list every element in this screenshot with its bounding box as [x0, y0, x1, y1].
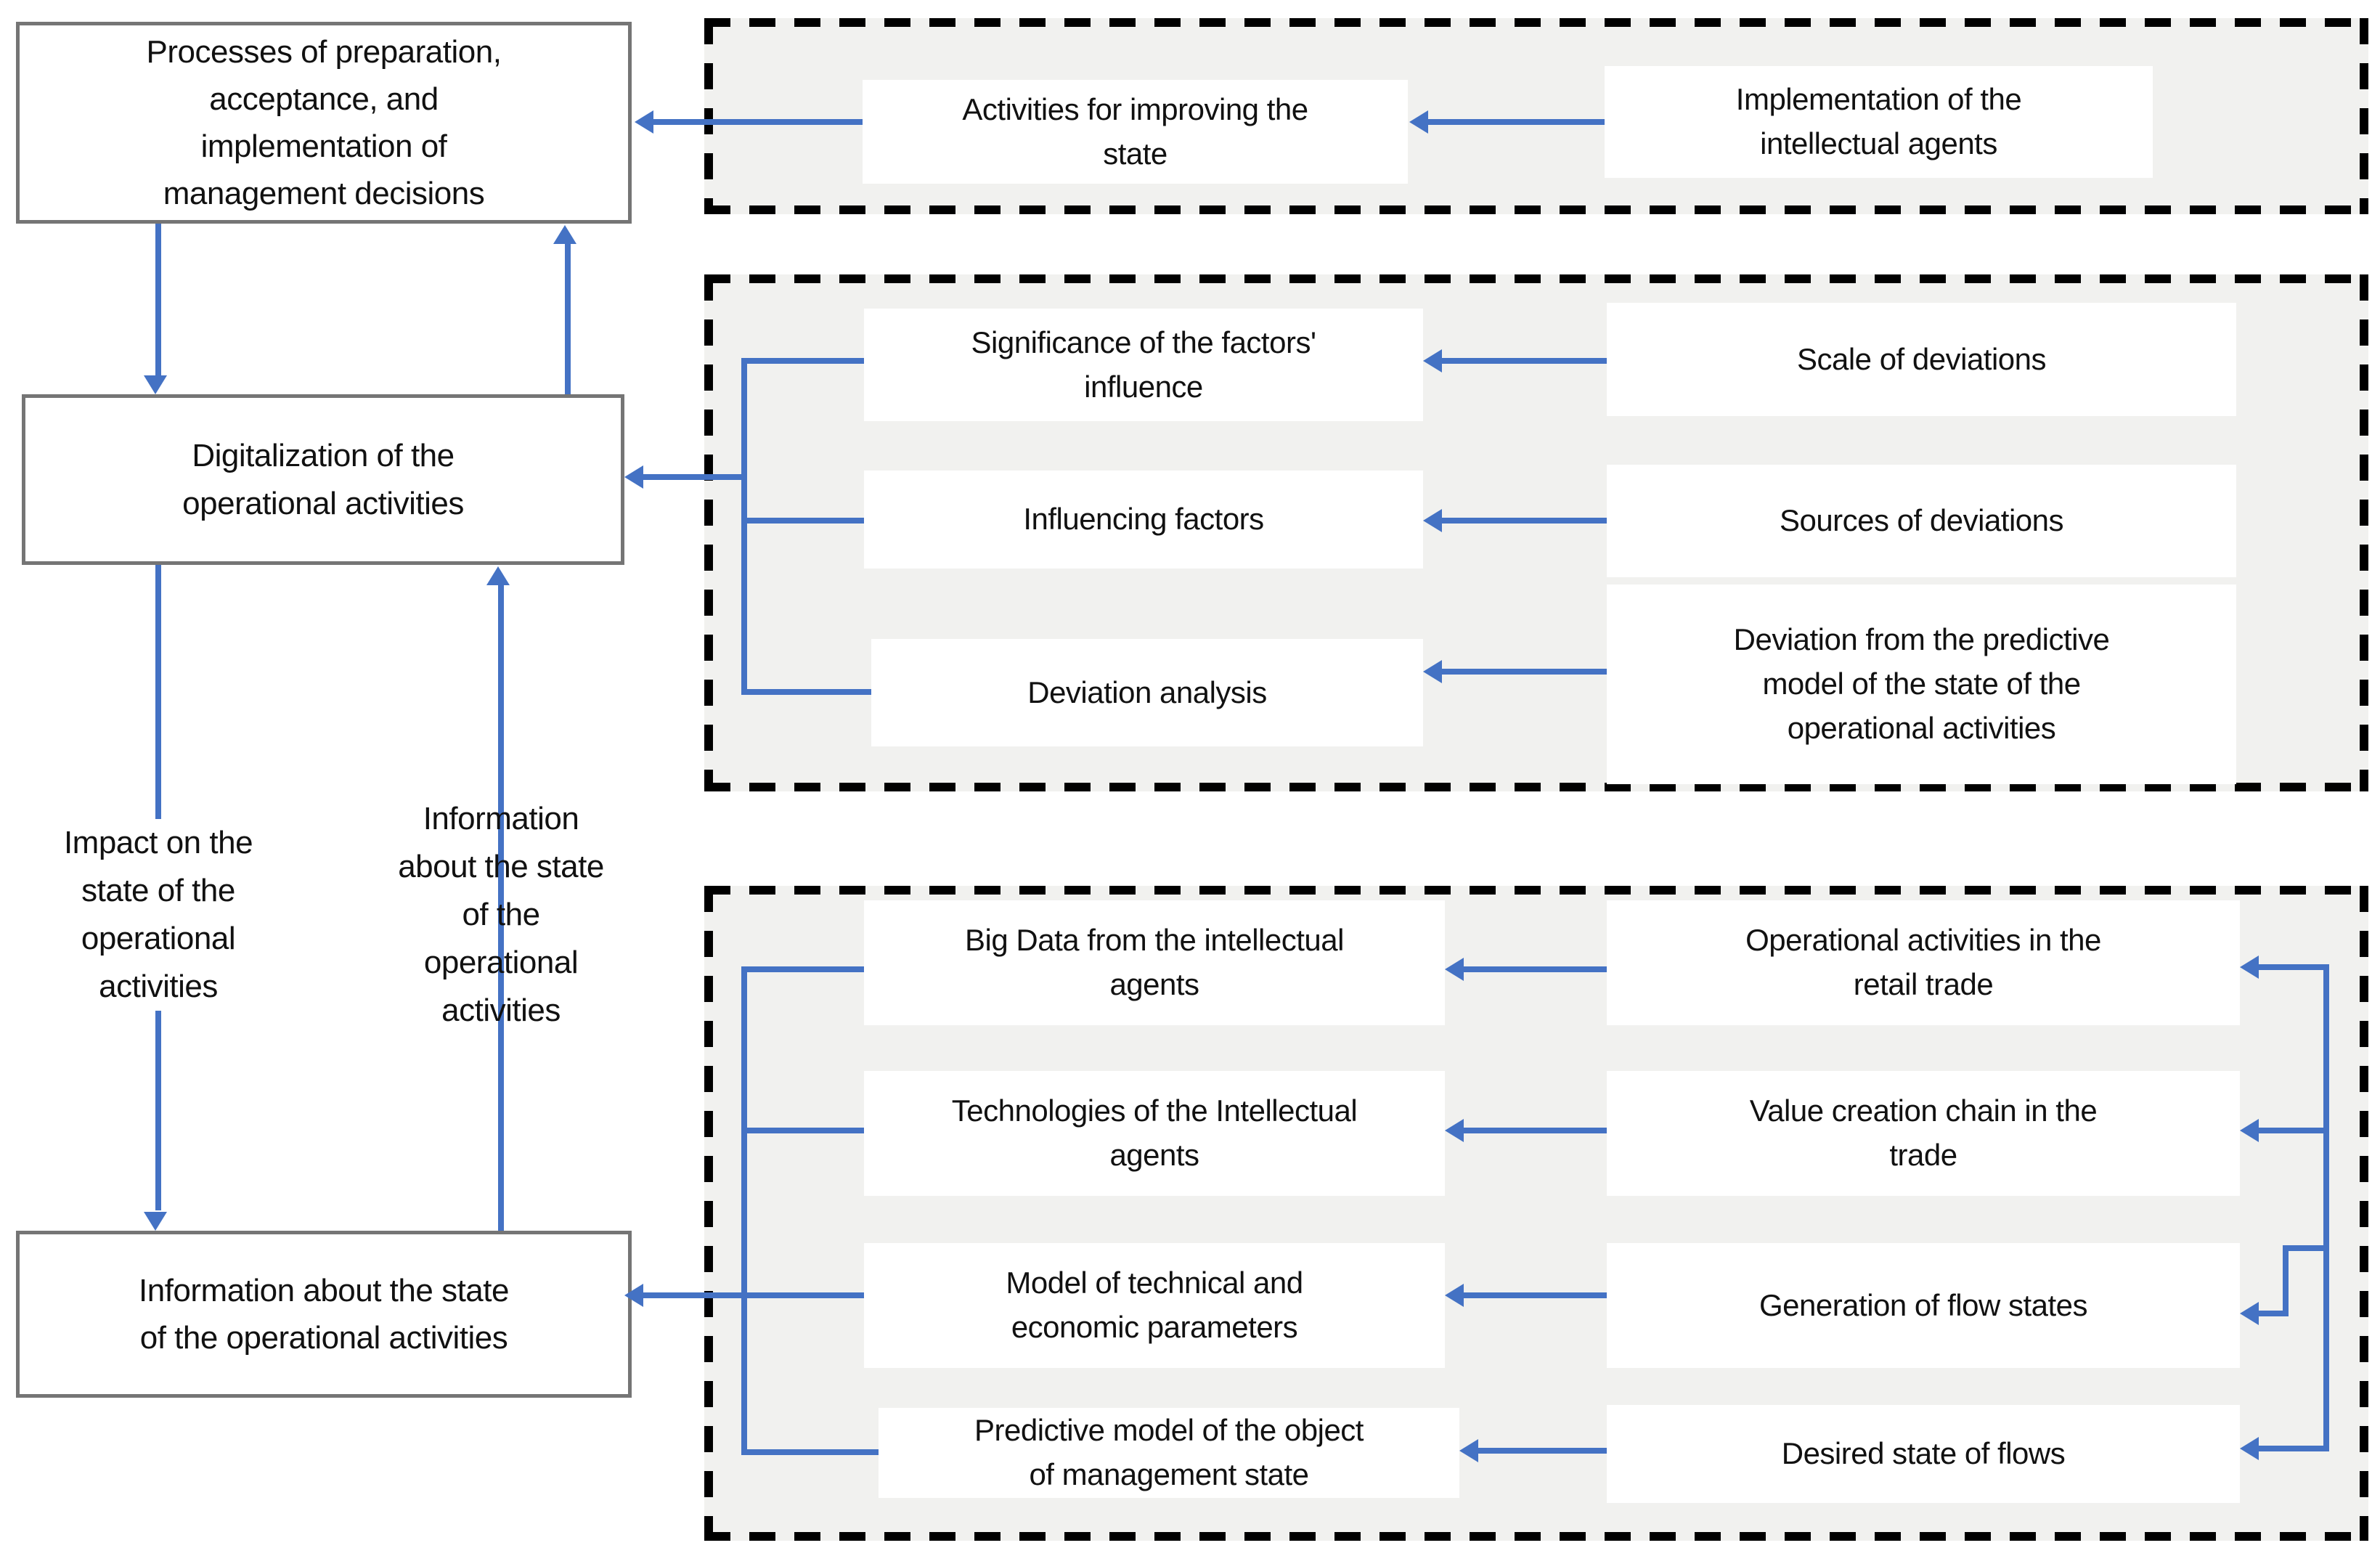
deviation-model-box: Deviation from the predictive model of t…: [1607, 584, 2236, 784]
desired-state-box: Desired state of flows: [1607, 1405, 2240, 1503]
process-decisions-box: Processes of preparation, acceptance, an…: [16, 22, 632, 224]
arrow-desired-to-predictive-head: [1459, 1439, 1478, 1462]
predictive-model-box: Predictive model of the object of manage…: [879, 1408, 1459, 1498]
group-analysis-border-left: [704, 274, 713, 791]
analysis-bracket-stub-influencing: [741, 518, 864, 524]
analysis-bracket-stub-deviation: [741, 689, 871, 695]
arrow-scale-to-significance-line: [1442, 358, 1607, 364]
arrow-generation-to-modelparams-line: [1464, 1292, 1607, 1298]
feedback-branch-valuechain-line: [2259, 1128, 2329, 1133]
arrow-valuechain-to-technologies-head: [1445, 1119, 1464, 1142]
arrow-sources-to-influencing-line: [1442, 518, 1607, 524]
implementation-agents-box: Implementation of the intellectual agent…: [1605, 66, 2153, 178]
arrow-implementation-to-activities-head: [1409, 110, 1428, 134]
group-modeling-border-right: [2360, 886, 2368, 1541]
value-chain-box: Value creation chain in the trade: [1607, 1071, 2240, 1196]
arrow-generation-to-modelparams-head: [1445, 1284, 1464, 1307]
feedback-branch-valuechain-head: [2240, 1119, 2259, 1142]
digitalization-box: Digitalization of the operational activi…: [22, 394, 624, 565]
modeling-bracket-stub-bigdata: [741, 966, 864, 972]
arrow-digitalization-to-process-head: [553, 225, 576, 244]
deviation-analysis-box: Deviation analysis: [871, 639, 1423, 746]
feedback-branch-generation-head: [2240, 1302, 2259, 1325]
model-params-box: Model of technical and economic paramete…: [864, 1243, 1445, 1368]
group-analysis-border-top: [704, 274, 2368, 283]
arrow-digitalization-to-process-line: [565, 244, 571, 394]
scale-deviations-box: Scale of deviations: [1607, 303, 2236, 416]
activities-improving-box: Activities for improving the state: [863, 80, 1408, 184]
info-about-state-label: Information about the state of the opera…: [398, 801, 604, 1028]
arrow-modeling-to-information-line: [643, 1292, 864, 1298]
group-improvement-border-left: [704, 18, 713, 214]
group-improvement-border-bottom: [704, 205, 2368, 214]
group-improvement-border-right: [2360, 18, 2368, 214]
arrow-modeling-to-information-head: [624, 1284, 643, 1307]
modeling-bracket-vline: [741, 966, 747, 1455]
arrow-impact-head: [144, 1212, 167, 1231]
significance-box: Significance of the factors' influence: [864, 309, 1423, 421]
feedback-branch-desired-head: [2240, 1437, 2259, 1460]
arrow-model-to-analysis-head: [1423, 660, 1442, 683]
group-modeling-border-left: [704, 886, 713, 1541]
impact-label: Impact on the state of the operational a…: [20, 819, 296, 1011]
modeling-bracket-stub-technologies: [741, 1128, 864, 1133]
arrow-process-to-digitalization-line: [155, 224, 161, 377]
group-modeling-border-top: [704, 886, 2368, 895]
arrow-activities-to-process-line: [653, 119, 863, 125]
feedback-jog-vline: [2283, 1245, 2289, 1313]
influencing-factors-box: Influencing factors: [864, 471, 1423, 569]
information-state-box: Information about the state of the opera…: [16, 1231, 632, 1398]
arrow-implementation-to-activities-line: [1428, 119, 1605, 125]
big-data-box: Big Data from the intellectual agents: [864, 900, 1445, 1025]
group-analysis-border-right: [2360, 274, 2368, 791]
arrow-analysis-to-digitalization-head: [624, 465, 643, 489]
arrow-sources-to-influencing-head: [1423, 509, 1442, 532]
arrow-desired-to-predictive-line: [1478, 1448, 1607, 1454]
arrow-operational-to-bigdata-line: [1464, 966, 1607, 972]
feedback-trunk-vline: [2323, 964, 2329, 1451]
arrow-info-flow-head: [486, 566, 510, 585]
generation-flow-box: Generation of flow states: [1607, 1243, 2240, 1368]
arrow-operational-to-bigdata-head: [1445, 958, 1464, 981]
arrow-info-flow-line: [498, 585, 504, 1231]
analysis-bracket-vline: [741, 358, 747, 695]
group-analysis-border-bottom: [704, 783, 2368, 791]
group-modeling-border-bottom: [704, 1532, 2368, 1541]
analysis-bracket-stub-significance: [741, 358, 864, 364]
arrow-scale-to-significance-head: [1423, 349, 1442, 372]
arrow-valuechain-to-technologies-line: [1464, 1128, 1607, 1133]
operational-retail-box: Operational activities in the retail tra…: [1607, 900, 2240, 1025]
technologies-box: Technologies of the Intellectual agents: [864, 1071, 1445, 1196]
feedback-branch-operational-line: [2259, 964, 2329, 970]
feedback-branch-generation-line: [2259, 1311, 2289, 1316]
group-improvement-border-top: [704, 18, 2368, 27]
arrow-activities-to-process-head: [635, 110, 653, 134]
feedback-branch-desired-line: [2259, 1446, 2329, 1451]
arrow-model-to-analysis-line: [1442, 669, 1607, 675]
arrow-analysis-to-digitalization-line: [643, 474, 744, 480]
sources-deviations-box: Sources of deviations: [1607, 465, 2236, 577]
arrow-process-to-digitalization-head: [144, 375, 167, 394]
feedback-branch-operational-head: [2240, 956, 2259, 979]
modeling-bracket-stub-predictive: [741, 1449, 879, 1455]
feedback-jog-top-line: [2283, 1245, 2329, 1251]
